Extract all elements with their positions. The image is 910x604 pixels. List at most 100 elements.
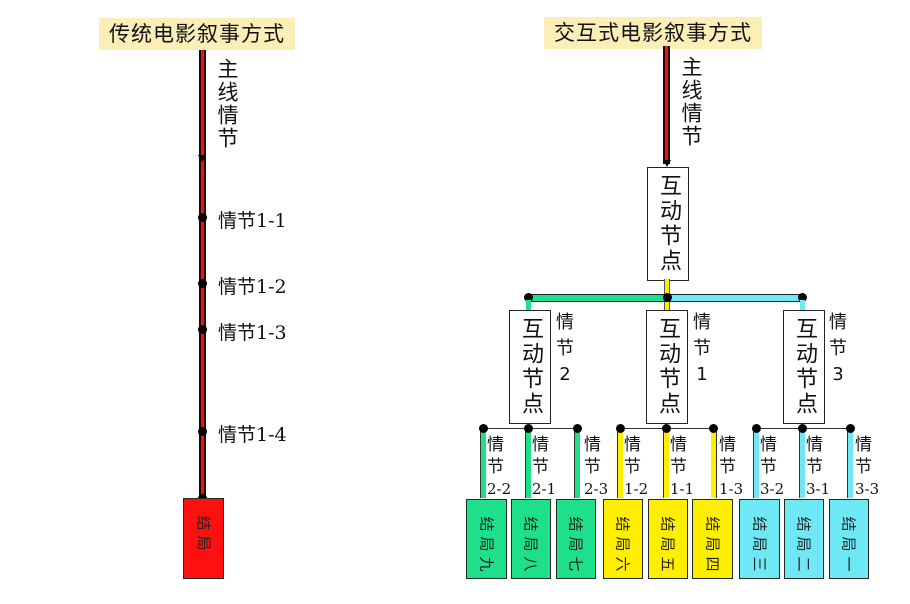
ending-char: 一 bbox=[839, 556, 858, 572]
ending-box: 结 局 二 bbox=[784, 499, 824, 579]
ending-box: 结 局 六 bbox=[603, 499, 643, 579]
branch-dot bbox=[663, 293, 672, 302]
interactive-mainline bbox=[663, 46, 670, 164]
traditional-mainline-label: 主线情节 bbox=[215, 58, 239, 150]
label-char: 情 bbox=[532, 435, 549, 455]
stem bbox=[663, 428, 669, 498]
beat-dot bbox=[198, 325, 207, 334]
beat-label: 情节1-4 bbox=[218, 424, 287, 446]
label-char: 1-2 bbox=[624, 480, 649, 498]
ending-char: 结 bbox=[521, 516, 540, 532]
ending-box: 结 局 五 bbox=[648, 499, 688, 579]
mainline-arrow-icon bbox=[198, 155, 206, 162]
label-char: 2 bbox=[559, 364, 571, 385]
label-char: 2-3 bbox=[584, 480, 609, 498]
ending-char: 局 bbox=[750, 536, 769, 552]
root-interaction-node: 互动节点 bbox=[647, 167, 689, 281]
label-char: 1-3 bbox=[719, 480, 744, 498]
sub-label: 情 节 3-3 bbox=[855, 434, 879, 500]
interaction-node-branch-2: 互动节点 bbox=[509, 310, 551, 424]
stem bbox=[617, 428, 623, 498]
sub-label: 情 节 2-3 bbox=[584, 434, 608, 500]
ending-char: 九 bbox=[477, 556, 496, 572]
label-char: 情 bbox=[624, 435, 641, 455]
beat-dot bbox=[198, 279, 207, 288]
ending-char: 结 bbox=[839, 516, 858, 532]
ending-char: 结 bbox=[658, 516, 677, 532]
branch-label-2: 情 节 2 bbox=[554, 310, 576, 388]
ending-char: 结 bbox=[194, 515, 213, 531]
sub-label: 情 节 2-2 bbox=[487, 434, 511, 500]
sub-dot bbox=[709, 424, 718, 433]
ending-char: 四 bbox=[703, 556, 722, 572]
interactive-title: 交互式电影叙事方式 bbox=[544, 17, 762, 49]
label-char: 节 bbox=[693, 338, 711, 359]
drop-green bbox=[526, 300, 531, 310]
beat-label: 情节1-3 bbox=[218, 322, 287, 344]
label-char: 情 bbox=[760, 435, 777, 455]
sub-dot bbox=[752, 424, 761, 433]
ending-char: 局 bbox=[521, 536, 540, 552]
sub-dot bbox=[616, 424, 625, 433]
traditional-title: 传统电影叙事方式 bbox=[99, 18, 295, 50]
branch-bar-green bbox=[528, 294, 667, 302]
label-char: 情 bbox=[855, 435, 872, 455]
ending-box: 结 局 四 bbox=[692, 499, 733, 579]
ending-char: 八 bbox=[521, 556, 540, 572]
interaction-node-branch-1: 互动节点 bbox=[646, 310, 688, 424]
beat-label: 情节1-1 bbox=[218, 210, 287, 232]
ending-char: 局 bbox=[703, 536, 722, 552]
traditional-ending-box: 结 局 bbox=[183, 498, 224, 579]
label-char: 1-1 bbox=[670, 480, 695, 498]
branch-dot bbox=[798, 293, 807, 302]
label-char: 情 bbox=[487, 435, 504, 455]
ending-char: 结 bbox=[750, 516, 769, 532]
label-char: 情 bbox=[719, 435, 736, 455]
interactive-mainline-label: 主线情节 bbox=[679, 56, 703, 148]
label-char: 节 bbox=[760, 457, 777, 477]
interaction-node-branch-3: 互动节点 bbox=[783, 310, 825, 424]
ending-box: 结 局 八 bbox=[511, 499, 551, 579]
label-char: 情 bbox=[670, 435, 687, 455]
mainline-arrow-icon bbox=[663, 160, 671, 167]
ending-char: 二 bbox=[794, 556, 813, 572]
label-char: 节 bbox=[624, 457, 641, 477]
ending-char: 五 bbox=[658, 556, 677, 572]
ending-char: 局 bbox=[477, 536, 496, 552]
label-char: 3-2 bbox=[760, 480, 785, 498]
label-char: 节 bbox=[806, 457, 823, 477]
sub-label: 情 节 1-1 bbox=[670, 434, 694, 500]
ending-char: 局 bbox=[613, 536, 632, 552]
sub-dot bbox=[798, 424, 807, 433]
beat-dot bbox=[198, 427, 207, 436]
sub-dot bbox=[846, 424, 855, 433]
ending-char: 结 bbox=[703, 516, 722, 532]
stem bbox=[480, 428, 486, 498]
ending-box: 结 局 九 bbox=[466, 499, 507, 579]
sub-dot bbox=[573, 424, 582, 433]
sub-dot bbox=[524, 424, 533, 433]
label-char: 2-2 bbox=[487, 480, 512, 498]
stem bbox=[711, 428, 717, 498]
ending-char: 局 bbox=[839, 536, 858, 552]
label-char: 情 bbox=[693, 312, 711, 333]
label-char: 2-1 bbox=[532, 480, 557, 498]
label-char: 节 bbox=[719, 457, 736, 477]
label-char: 节 bbox=[556, 338, 574, 359]
stem bbox=[799, 428, 805, 498]
branch-label-1: 情 节 1 bbox=[691, 310, 713, 388]
label-char: 节 bbox=[855, 457, 872, 477]
label-char: 1 bbox=[696, 364, 708, 385]
label-char: 节 bbox=[829, 338, 847, 359]
ending-char: 局 bbox=[794, 536, 813, 552]
ending-char: 六 bbox=[613, 556, 632, 572]
sub-label: 情 节 3-2 bbox=[760, 434, 784, 500]
sub-label: 情 节 3-1 bbox=[806, 434, 830, 500]
ending-box: 结 局 一 bbox=[829, 499, 869, 579]
ending-char: 三 bbox=[750, 556, 769, 572]
branch-dot bbox=[524, 293, 533, 302]
ending-char: 局 bbox=[566, 536, 585, 552]
label-char: 节 bbox=[584, 457, 601, 477]
ending-char: 七 bbox=[566, 556, 585, 572]
label-char: 3 bbox=[832, 364, 844, 385]
